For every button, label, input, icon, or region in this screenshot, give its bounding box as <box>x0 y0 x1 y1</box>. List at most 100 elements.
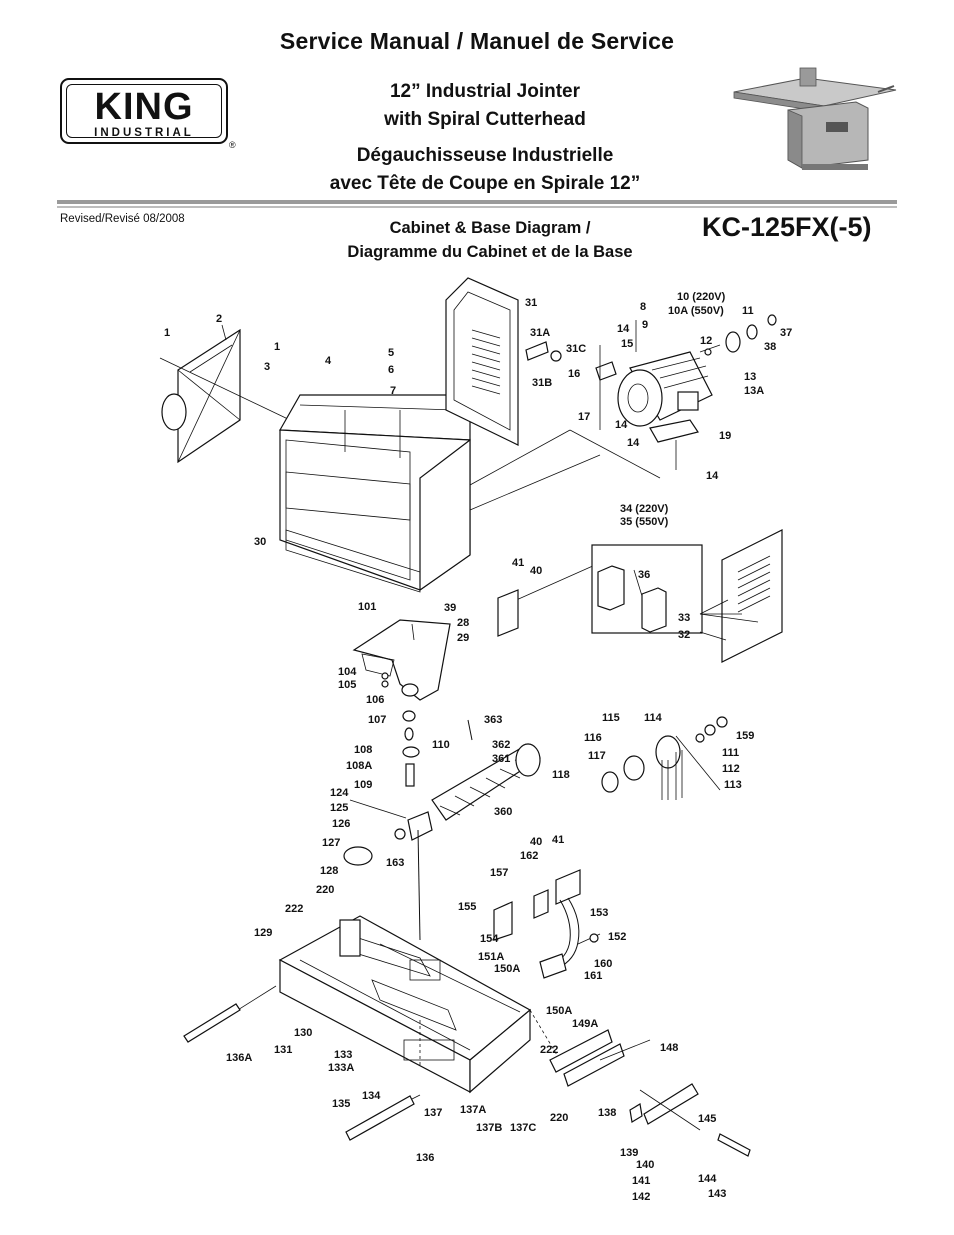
part-label: 10A (550V) <box>668 305 724 317</box>
part-label: 2 <box>216 313 222 325</box>
part-label: 133 <box>334 1049 352 1061</box>
product-name-fr-line1: Dégauchisseuse Industrielle <box>356 145 614 166</box>
part-label: 144 <box>698 1173 717 1185</box>
part-label: 7 <box>390 385 396 397</box>
part-label: 108 <box>354 744 372 756</box>
part-label: 14 <box>617 323 630 335</box>
part-label: 134 <box>362 1090 381 1102</box>
part-label: 13 <box>744 371 756 383</box>
part-label: 360 <box>494 806 512 818</box>
part-label: 220 <box>316 884 334 896</box>
product-name-en-line2: with Spiral Cutterhead <box>384 109 586 130</box>
part-label: 160 <box>594 958 612 970</box>
part-label: 41 <box>552 834 564 846</box>
part-label: 12 <box>700 335 712 347</box>
part-label: 130 <box>294 1027 312 1039</box>
part-label: 40 <box>530 565 542 577</box>
product-name-en-line1: 12” Industrial Jointer <box>389 81 581 102</box>
part-label: 17 <box>578 411 590 423</box>
part-label: 137 <box>424 1107 442 1119</box>
part-label: 149A <box>572 1018 598 1030</box>
part-label: 14 <box>706 470 719 482</box>
revision-date: Revised/Revisé 08/2008 <box>60 213 185 225</box>
part-label: 113 <box>724 779 742 791</box>
part-label: 14 <box>627 437 640 449</box>
part-label: 133A <box>328 1062 354 1074</box>
part-label: 361 <box>492 753 510 765</box>
part-label: 152 <box>608 931 626 943</box>
part-label: 1 <box>164 327 170 339</box>
part-label: 14 <box>615 419 628 431</box>
part-label: 40 <box>530 836 542 848</box>
document-title: Service Manual / Manuel de Service <box>279 28 675 54</box>
part-label: 16 <box>568 368 580 380</box>
part-label: 153 <box>590 907 608 919</box>
header-divider-thin <box>57 206 897 208</box>
part-label: 136 <box>416 1152 434 1164</box>
part-label: 114 <box>644 712 663 724</box>
diagram-subtitle: Cabinet & Base Diagram / Diagramme du Ca… <box>290 216 690 264</box>
part-label: 109 <box>354 779 372 791</box>
diagram-subtitle-line2: Diagramme du Cabinet et de la Base <box>347 243 633 261</box>
height-adjust-stack <box>381 672 420 787</box>
part-label: 145 <box>698 1113 716 1125</box>
part-label: 222 <box>285 903 303 915</box>
part-label: 13A <box>744 385 764 397</box>
cutterhead-pulley <box>601 716 728 800</box>
fence-brackets <box>549 1029 751 1157</box>
king-industrial-logo: KING INDUSTRIAL <box>60 78 228 144</box>
spiral-cutterhead <box>431 719 541 821</box>
part-label: 157 <box>490 867 508 879</box>
part-label: 161 <box>584 970 602 982</box>
part-label: 137A <box>460 1104 486 1116</box>
part-label: 105 <box>338 679 356 691</box>
part-label: 128 <box>320 865 338 877</box>
part-label: 111 <box>722 747 739 759</box>
part-label: 10 (220V) <box>677 291 726 303</box>
part-label: 9 <box>642 319 648 331</box>
header-divider <box>57 200 897 204</box>
part-label: 363 <box>484 714 502 726</box>
product-name-en: 12” Industrial Jointer with Spiral Cutte… <box>260 78 710 134</box>
part-label: 35 (550V) <box>620 516 669 528</box>
part-label: 107 <box>368 714 386 726</box>
part-label: 126 <box>332 818 350 830</box>
part-label: 137B <box>476 1122 502 1134</box>
part-label: 31B <box>532 377 552 389</box>
switch-box <box>591 544 703 634</box>
part-label: 148 <box>660 1042 678 1054</box>
part-label: 1 <box>274 341 280 353</box>
part-label: 28 <box>457 617 469 629</box>
part-label: 3 <box>264 361 270 373</box>
part-label: 155 <box>458 901 476 913</box>
part-label: 15 <box>621 338 633 350</box>
cover-plate <box>497 589 519 637</box>
part-label: 151A <box>478 951 504 963</box>
part-label: 6 <box>388 364 394 376</box>
part-label: 34 (220V) <box>620 503 669 515</box>
part-label: 129 <box>254 927 272 939</box>
product-name-fr-line2: avec Tête de Coupe en Spirale 12” <box>329 173 641 194</box>
part-label: 162 <box>520 850 538 862</box>
part-label: 115 <box>602 712 620 724</box>
part-label: 137C <box>510 1122 536 1134</box>
part-label: 220 <box>550 1112 568 1124</box>
part-label: 142 <box>632 1191 650 1203</box>
part-label: 29 <box>457 632 469 644</box>
bearing-housing <box>343 799 433 941</box>
part-label: 4 <box>325 355 332 367</box>
part-label: 131 <box>274 1044 292 1056</box>
part-label: 117 <box>588 750 606 762</box>
part-label: 362 <box>492 739 510 751</box>
part-label: 110 <box>432 739 450 751</box>
cabinet-door <box>445 277 562 446</box>
diagram-subtitle-line1: Cabinet & Base Diagram / <box>389 219 591 237</box>
part-label: 32 <box>678 629 690 641</box>
part-label: 118 <box>552 769 570 781</box>
registered-mark: ® <box>229 140 236 150</box>
part-label: 125 <box>330 802 348 814</box>
part-label: 11 <box>742 305 754 317</box>
part-label: 124 <box>330 787 349 799</box>
part-label: 31 <box>525 297 537 309</box>
